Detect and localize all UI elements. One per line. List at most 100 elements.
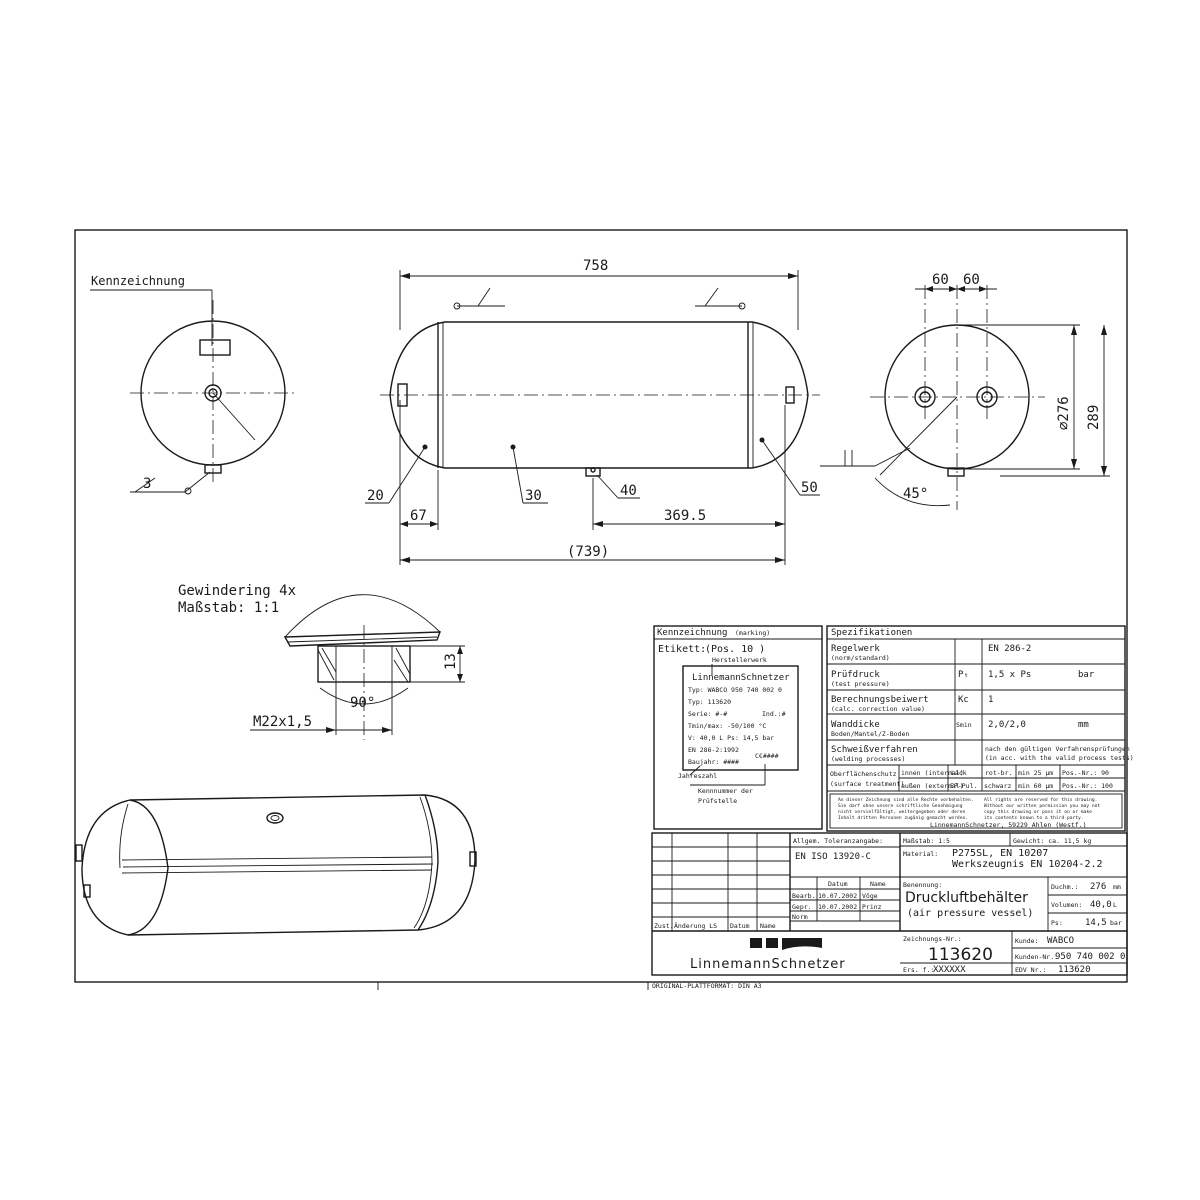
- rights-de-3: Inhalt dritten Personen zugänig gemacht …: [838, 815, 968, 821]
- spec-row-3-val: 2,0/2,0: [988, 720, 1026, 730]
- benennung-en: (air pressure vessel): [907, 908, 1033, 919]
- angle-45: 45°: [903, 486, 928, 502]
- rights-en-2: copy this drawing or pass it on or make: [984, 809, 1092, 815]
- label-line-6: EN 286-2:1992: [688, 746, 739, 754]
- rights-de-1: Sie darf ohne unsere schriftliche Genehm…: [838, 803, 963, 809]
- benennung-label: Benennung:: [903, 881, 942, 889]
- kundennr: 950 740 002 0: [1055, 952, 1125, 962]
- company-logo: LinnemannSchnetzer: [690, 938, 846, 972]
- bearb-label: Bearb.: [792, 892, 815, 900]
- dim-60-right: 60: [963, 272, 980, 288]
- rights-de-0: An dieser Zeichnung sind alle Rechte vor…: [838, 797, 974, 803]
- detail-title: Gewindering 4x: [178, 583, 296, 599]
- volumen-label: Volumen:: [1051, 901, 1082, 909]
- benennung: Druckluftbehälter: [905, 890, 1028, 906]
- surface-aussen: außen (external): [901, 782, 964, 790]
- pos-50: 50: [801, 480, 818, 496]
- dim-right-offset: 369.5: [664, 508, 706, 524]
- spec-row-3-en: Boden/Mantel/Z-Boden: [831, 730, 909, 738]
- weight: Gewicht: ca. 11,5 kg: [1013, 837, 1091, 845]
- right-end-view: 60 60 ⌀276 289 45°: [820, 272, 1110, 510]
- weld-val-2: (in acc. with the valid process tests): [985, 754, 1134, 762]
- rights-en-3: its contents known to a third party.: [984, 815, 1084, 821]
- rights-en-0: All rights are reserved for this drawing…: [984, 797, 1097, 803]
- title-block: Zust. Änderung LS Datum Name Allgem. Tol…: [651, 832, 1128, 990]
- dim-overall: (739): [567, 544, 609, 560]
- volumen-value: 40,0: [1090, 900, 1112, 910]
- spec-row-1-sym: Pₜ: [958, 670, 969, 680]
- spec-row-1-unit: bar: [1078, 670, 1095, 680]
- spec-row-3-sym: Smin: [956, 721, 972, 729]
- surface-min60: min 60 µm: [1018, 782, 1053, 790]
- tolerance-label: Allgem. Toleranzangabe:: [793, 837, 883, 845]
- spec-row-0-de: Regelwerk: [831, 644, 880, 654]
- surface-de: Oberflächenschutz: [830, 770, 897, 778]
- detail-angle: 90°: [350, 695, 375, 711]
- material-1: P275SL, EN 10207: [952, 848, 1048, 859]
- kennnummer-label-2: Prüfstelle: [698, 797, 737, 805]
- volumen-unit: L: [1113, 901, 1117, 909]
- durchm-unit: mm: [1113, 883, 1121, 891]
- gepr-date: 10.07.2002: [818, 903, 857, 911]
- spec-table: Spezifikationen Regelwerk (norm/standard…: [826, 625, 1134, 832]
- durchm-label: Duchm.:: [1051, 883, 1078, 891]
- col-name: Name: [870, 880, 886, 888]
- rev-name: Name: [760, 922, 776, 930]
- spec-row-2-sym: Kc: [958, 695, 969, 705]
- label-ind: Ind.:#: [762, 710, 786, 718]
- detail-scale: Maßstab: 1:1: [178, 600, 279, 616]
- herstellerwerk-label: Herstellerwerk: [712, 656, 767, 664]
- spec-header: Spezifikationen: [831, 628, 912, 638]
- weld-en: (welding processes): [831, 755, 905, 763]
- scale: Maßstab: 1:5: [903, 837, 950, 845]
- durchm-value: 276: [1090, 882, 1106, 892]
- pos-20: 20: [367, 488, 384, 504]
- surface-rotbr: rot-br.: [985, 769, 1012, 777]
- gepr-name: Prinz: [862, 903, 882, 911]
- spec-row-1-val: 1,5 x Ps: [988, 670, 1031, 680]
- col-datum: Datum: [828, 880, 848, 888]
- label-line-7: Baujahr: ####: [688, 758, 739, 766]
- detail-height: 13: [443, 653, 459, 670]
- dim-height: 289: [1086, 405, 1102, 430]
- surface-pos90: Pos.-Nr.: 90: [1062, 769, 1109, 777]
- material-2: Werkszeugnis EN 10204-2.2: [952, 859, 1103, 870]
- left-end-view: Kennzeichnung 3: [90, 274, 296, 495]
- label-ce: C€####: [755, 752, 779, 760]
- ersf-label: Ers. f.:: [903, 966, 934, 974]
- jahreszahl-label: Jahreszahl: [678, 772, 717, 780]
- spec-row-1-de: Prüfdruck: [831, 670, 880, 680]
- rev-aenderung: Änderung LS: [674, 921, 717, 930]
- pos-30: 30: [525, 488, 542, 504]
- surface-eppul: EP-Pul.: [950, 782, 977, 790]
- spec-row-0-en: (norm/standard): [831, 654, 890, 662]
- bearb-date: 10.07.2002: [818, 892, 857, 900]
- rights-de-2: nicht vervielfältigt, weitergegeben oder…: [838, 809, 965, 815]
- label-line-2: Typ: 113620: [688, 698, 731, 706]
- rev-zust: Zust.: [654, 922, 674, 930]
- spec-row-2-de: Berechnungsbeiwert: [831, 695, 929, 705]
- ps-label: Ps:: [1051, 919, 1063, 927]
- material-label: Material:: [903, 850, 938, 858]
- original-format: ORIGINAL-PLATTFORMAT: DIN A3: [652, 982, 762, 990]
- marking-header-sub: (marking): [735, 629, 770, 637]
- spec-row-2-val: 1: [988, 695, 993, 705]
- weld-size-label: 3: [143, 476, 151, 492]
- marking-header: Kennzeichnung: [657, 628, 727, 638]
- norm-label: Norm: [792, 913, 808, 921]
- front-view: 758 67 369.5 (739) 20 30 40 50: [365, 258, 820, 565]
- spec-row-2-en: (calc. correction value): [831, 705, 925, 713]
- label-line-4: Tmin/max: -50/100 °C: [688, 722, 766, 730]
- thread-ring-detail: Gewindering 4x Maßstab: 1:1 13 90° M22x1…: [178, 583, 465, 740]
- gepr-label: Gepr.: [792, 903, 812, 911]
- company-name: LinnemannSchnetzer: [690, 957, 846, 972]
- drawing-frame: [74, 229, 1128, 983]
- marking-plate: [199, 339, 231, 356]
- dim-60-left: 60: [932, 272, 949, 288]
- rights-en-1: Without our written permission you may n…: [984, 803, 1100, 809]
- pos-40: 40: [620, 483, 637, 499]
- dim-total-length: 758: [583, 258, 608, 274]
- dim-left-offset: 67: [410, 508, 427, 524]
- edv-label: EDV Nr.:: [1015, 966, 1046, 974]
